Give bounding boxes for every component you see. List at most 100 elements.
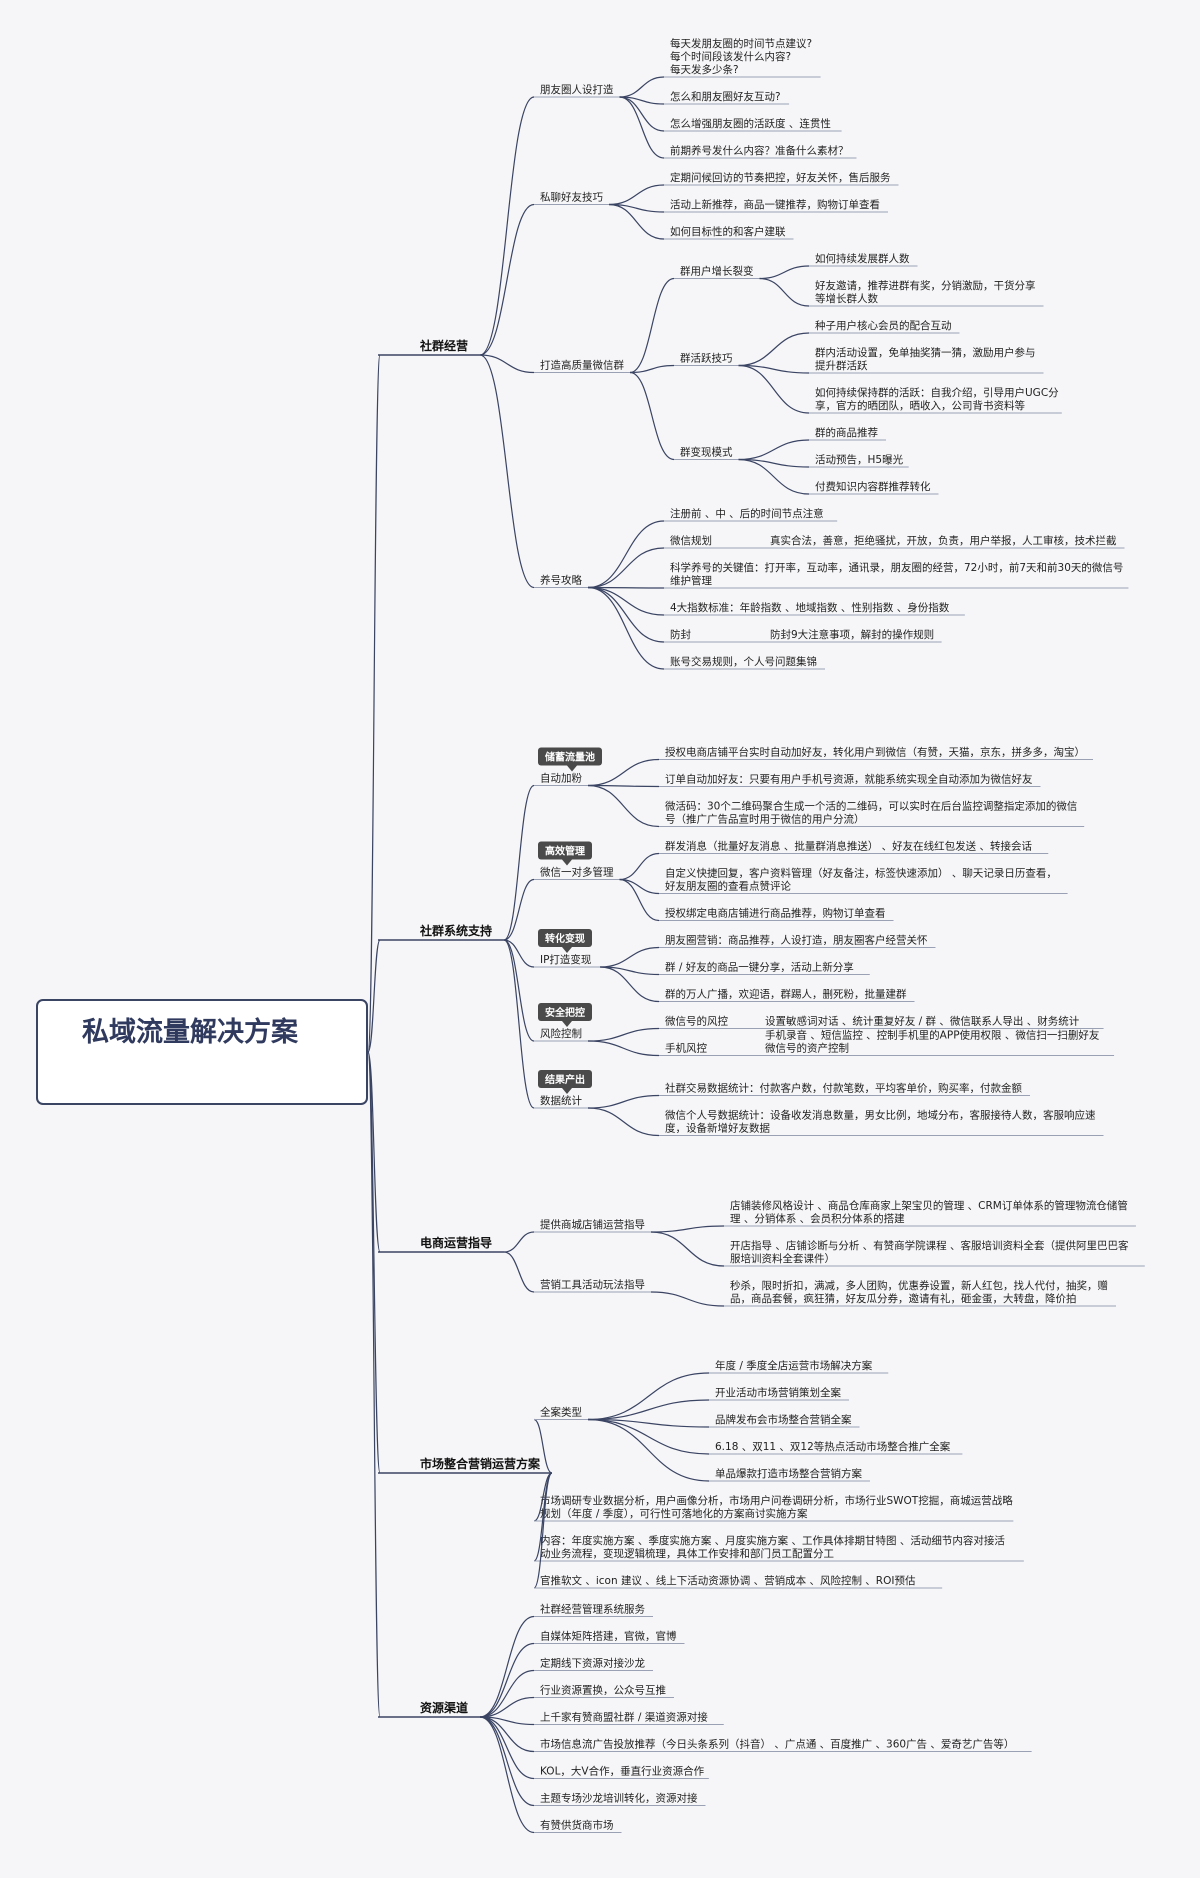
connector-line: [619, 96, 665, 159]
leaf-node: 社群交易数据统计：付款客户数，付款笔数，平均客单价，购买率，付款金额: [665, 1082, 1022, 1095]
leaf-node: 秒杀，限时折扣，满减，多人团购，优惠券设置，新人红包，找人代付，抽奖，赠品，商品…: [730, 1279, 1108, 1305]
leaf-node: 朋友圈营销：商品推荐，人设打造，朋友圈客户经营关怀: [665, 934, 928, 947]
leaf-node: 好友邀请，推荐进群有奖，分销激励，干货分享等增长群人数: [815, 279, 1036, 305]
topic-node: 社群经营: [419, 338, 468, 353]
topic-node: 电商运营指导: [420, 1235, 492, 1250]
connector-line: [738, 332, 810, 367]
leaf-node: 6.18 、双11 、双12等热点活动市场整合推广全案: [715, 1440, 951, 1453]
leaf-node: 品牌发布会市场整合营销全案: [715, 1413, 852, 1426]
subtopic-node: IP打造变现: [540, 953, 592, 966]
leaf-node: 自定义快捷回复，客户资料管理（好友备注，标签快速添加） 、聊天记录日历查看，好友…: [665, 867, 1057, 893]
leaf-node: 手机风控: [665, 1042, 707, 1055]
leaf-node: 定期问候回访的节奏把控，好友关怀，售后服务: [670, 171, 891, 184]
connector-line: [738, 458, 810, 495]
leaf-detail: 真实合法，善意，拒绝骚扰，开放，负责，用户举报，人工审核，技术拦截: [770, 534, 1117, 547]
leaf-node: 怎么增强朋友圈的活跃度 、连贯性: [670, 117, 831, 130]
subtopic-node: 官推软文 、icon 建议 、线上下活动资源协调 、营销成本 、风险控制 、RO…: [540, 1574, 916, 1587]
leaf-node: 注册前 、中 、后的时间节点注意: [670, 507, 824, 520]
connector-line: [759, 265, 810, 280]
leaf-node: 微信个人号数据统计：设备收发消息数量，男女比例，地域分布，客服接待人数，客服响应…: [665, 1109, 1096, 1135]
leaf-node: 付费知识内容群推荐转化: [815, 480, 931, 493]
subtopic-node: 内容：年度实施方案 、季度实施方案 、月度实施方案 、工作具体排期甘特图 、活动…: [540, 1534, 1005, 1560]
connector-line: [587, 758, 660, 787]
connector-line: [608, 203, 665, 240]
subtopic-node: 社群经营管理系统服务: [540, 1603, 645, 1616]
connector-line: [533, 1418, 553, 1474]
leaf-node: 授权电商店铺平台实时自动加好友，转化用户到微信（有赞，天猫，京东，拼多多，淘宝）: [665, 746, 1085, 759]
leaf-node: 微活码：30个二维码聚合生成一个活的二维码，可以实时在后台监控调整指定添加的微信…: [665, 800, 1077, 826]
connector-line: [587, 1418, 710, 1455]
subtopic-node: 养号攻略: [540, 574, 582, 587]
tag-badge: [538, 1003, 592, 1021]
connector-line: [479, 1716, 535, 1753]
leaf-node: 群内活动设置，免单抽奖猜一猜，激励用户参与提升群活跃: [815, 346, 1036, 372]
branch-node: 群活跃技巧: [680, 352, 733, 365]
connector-line: [587, 586, 665, 643]
tag-pointer: [562, 1088, 572, 1094]
connector-line: [608, 184, 665, 206]
connector-line: [533, 1472, 553, 1589]
tag-label: 转化变现: [545, 932, 585, 945]
connector-line: [479, 1642, 535, 1718]
connector-line: [600, 946, 660, 968]
connector-line: [619, 76, 665, 98]
connector-line: [587, 1372, 710, 1421]
tag-label: 结果产出: [545, 1073, 585, 1086]
leaf-node: 如何持续保持群的活跃：自我介绍，引导用户UGC分享，官方的晒团队，晒收入，公司背…: [815, 386, 1059, 412]
leaf-detail: 手机录音 、短信监控 、控制手机里的APP使用权限 、微信扫一扫删好友微信号的资…: [765, 1029, 1100, 1055]
branch-node: 群用户增长裂变: [680, 265, 754, 278]
subtopic-node: 打造高质量微信群: [540, 359, 624, 372]
connector-line: [503, 939, 535, 1042]
tag-pointer: [567, 765, 577, 772]
tag-badge: [538, 1070, 592, 1088]
leaf-node: 科学养号的关键值：打开率，互动率，通讯录，朋友圈的经营，72小时，前7天和前30…: [670, 561, 1123, 587]
tag-label: 安全把控: [545, 1006, 585, 1019]
tag-label: 高效管理: [545, 845, 585, 858]
connector-line: [503, 1251, 535, 1293]
leaf-node: 年度 / 季度全店运营市场解决方案: [715, 1359, 873, 1372]
connector-line: [587, 784, 660, 788]
leaf-node: 微信规划: [670, 534, 712, 547]
leaf-node: 授权绑定电商店铺进行商品推荐，购物订单查看: [665, 907, 886, 920]
topic-node: 资源渠道: [420, 1700, 468, 1715]
root-node: [36, 999, 368, 1105]
subtopic-node: 市场调研专业数据分析，用户画像分析，市场用户问卷调研分析，市场行业SWOT挖掘，…: [540, 1494, 1013, 1520]
leaf-node: 种子用户核心会员的配合互动: [815, 319, 952, 332]
topic-node: 市场整合营销运营方案: [420, 1456, 541, 1471]
connector-line: [587, 586, 665, 589]
subtopic-node: 朋友圈人设打造: [540, 83, 614, 96]
tag-pointer: [562, 947, 572, 953]
subtopic-node: 自动加粉: [540, 772, 582, 785]
connector-line: [479, 203, 535, 356]
leaf-node: 怎么和朋友圈好友互动?: [670, 90, 781, 103]
connector-line: [503, 939, 535, 968]
connector-line: [587, 784, 660, 828]
connector-line: [479, 354, 535, 374]
connector-line: [367, 1051, 381, 1253]
leaf-node: 店铺装修风格设计 、商品仓库商家上架宝贝的管理 、CRM订单体系的管理物流仓储管…: [730, 1199, 1128, 1225]
connector-line: [587, 1418, 710, 1482]
tag-badge: [538, 747, 602, 766]
connector-line: [738, 439, 810, 461]
leaf-node: 群的万人广播，欢迎语，群踢人，删死粉，批量建群: [665, 988, 907, 1001]
connector-line: [629, 364, 675, 374]
leaf-node: 4大指数标准：年龄指数 、地域指数 、性别指数 、身份指数: [670, 601, 950, 614]
connector-line: [479, 1716, 535, 1807]
connector-line: [650, 1231, 725, 1267]
subtopic-node: 主题专场沙龙培训转化，资源对接: [540, 1792, 698, 1805]
connector-line: [587, 1027, 660, 1042]
branch-node: 群变现模式: [680, 446, 733, 459]
leaf-node: 每天发朋友圈的时间节点建议?每个时间段该发什么内容?每天发多少条?: [670, 37, 812, 76]
leaf-node: 防封: [670, 628, 691, 641]
leaf-node: 单品爆款打造市场整合营销方案: [715, 1467, 862, 1480]
subtopic-node: 营销工具活动玩法指导: [540, 1278, 645, 1291]
subtopic-node: 上千家有赞商盟社群 / 渠道资源对接: [540, 1711, 708, 1724]
subtopic-node: 全案类型: [540, 1406, 582, 1419]
connector-line: [479, 1716, 535, 1834]
leaf-node: 如何持续发展群人数: [815, 252, 910, 265]
subtopic-node: 市场信息流广告投放推荐（今日头条系列（抖音） 、广点通 、百度推广 、360广告…: [540, 1738, 1014, 1751]
connector-line: [738, 364, 810, 374]
tag-badge: [538, 841, 592, 860]
root-title: 私域流量解决方案: [82, 1016, 299, 1048]
